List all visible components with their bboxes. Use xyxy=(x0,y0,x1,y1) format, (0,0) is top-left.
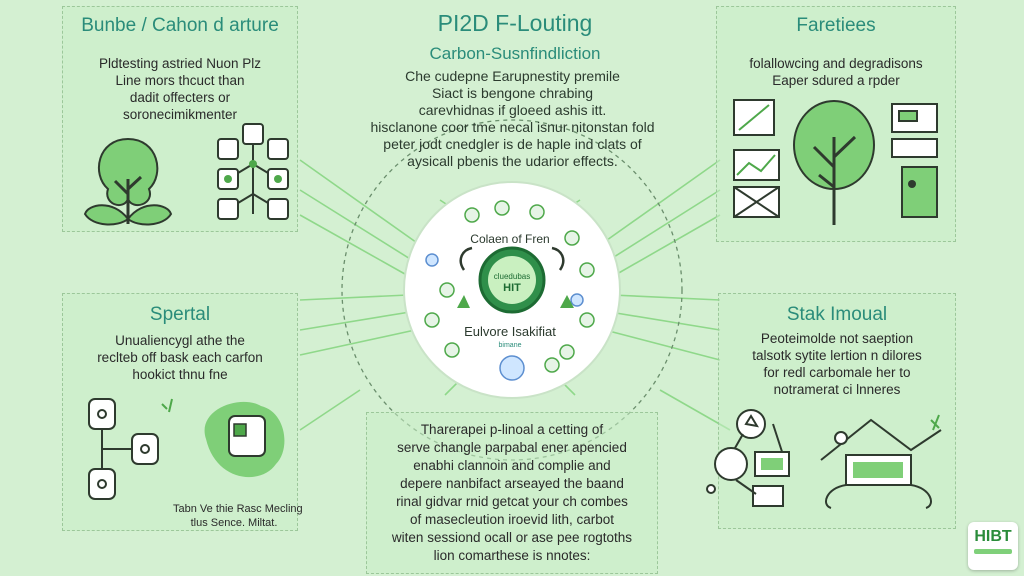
panel-text: Tharerapei p-linoal a cetting of serve c… xyxy=(371,421,653,565)
document-icons xyxy=(733,99,780,218)
panel-line: Eaper sdured a rpder xyxy=(772,73,900,88)
intro-line: peter jodt cnedgler is de haple ind clat… xyxy=(383,136,642,152)
hub-center-code: HIT xyxy=(503,282,521,294)
hub-bottom-small: bimane xyxy=(498,342,522,349)
panel-line: talsotk sytite lertion n dilores xyxy=(752,348,922,363)
panel-mid-left: Spertal Unualiencygl athe the reclteb of… xyxy=(62,293,303,531)
panel-line: hookict thnu fne xyxy=(132,367,228,382)
panel-caption: Tabn Ve thie Rasc Mecling tlus Sence. Mi… xyxy=(173,502,303,530)
panel-line: rinal gidvar rnid getcat your ch combes xyxy=(396,494,628,509)
panel-mid-right: Stak Imoual Peoteimolde not saeption tal… xyxy=(706,293,956,529)
panel-top-right: Faretiees folallowcing and degradisons E… xyxy=(716,6,956,242)
caption-line: tlus Sence. Miltat. xyxy=(190,517,278,529)
panel-text: Unualiencygl athe the reclteb off bask e… xyxy=(71,332,289,383)
caption-line: Tabn Ve thie Rasc Mecling xyxy=(173,503,303,515)
panel-line: Tharerapei p-linoal a cetting of xyxy=(420,422,604,437)
tree-icon xyxy=(793,100,875,225)
screen-icon xyxy=(754,451,790,477)
panel-line: witen sessiond ocall or ase pee rogtoths xyxy=(391,530,633,545)
panel-line: of masecleution iroevid lith, carbot xyxy=(409,512,615,527)
panel-title: Faretiees xyxy=(796,15,876,36)
panel-line: dadit offecters or xyxy=(129,90,231,105)
panel-text: Pldtesting astried Nuon Plz Line mors th… xyxy=(71,55,289,123)
intro-line: carevhidnas if gloeed ashis itt. xyxy=(418,102,607,118)
device-nodes-icon xyxy=(88,398,173,500)
panel-title: Bunbe / Cahon d arture xyxy=(81,15,279,36)
panel-text: Peoteimolde not saeption talsotk sytite … xyxy=(727,330,947,398)
panel-line: Pldtesting astried Nuon Plz xyxy=(98,56,262,71)
network-flow-icon xyxy=(706,409,787,507)
panel-line: soronecimikmenter xyxy=(122,107,238,122)
hub-top-label: Colaen of Fren xyxy=(470,232,550,246)
plant-machine-icon xyxy=(204,401,285,478)
panel-line: notramerat ci lnneres xyxy=(773,382,901,397)
brand-logo-bar xyxy=(974,549,1012,554)
panel-title: Spertal xyxy=(149,304,211,325)
page-title: PI2D F-Louting xyxy=(437,10,593,36)
intro-line: Che cudepne Earupnestity premile xyxy=(405,68,620,84)
panel-top-left: Bunbe / Cahon d arture Pldtesting astrie… xyxy=(62,6,298,232)
panel-line: Unualiencygl athe the xyxy=(115,333,245,348)
panel-chart-icons xyxy=(891,103,938,218)
tree-icon xyxy=(83,137,173,226)
intro-line: Siact is bengone chrabing xyxy=(431,85,594,101)
intro-text: Che cudepne Earupnestity premile Siact i… xyxy=(330,68,695,170)
panel-line: for redl carbomale her to xyxy=(763,365,911,380)
panel-line: serve changle parpabal ener apencied xyxy=(397,440,627,455)
panel-line: folallowcing and degradisons xyxy=(749,56,923,71)
panel-line: lion comarthese is nnotes: xyxy=(433,548,591,563)
hub-circle xyxy=(403,181,621,399)
panel-line: Line mors thcuct than xyxy=(115,73,245,88)
brand-logo: HIBT xyxy=(968,522,1018,570)
panel-line: reclteb off bask each carfon xyxy=(97,350,263,365)
page-subtitle: Carbon-Susnfindliction xyxy=(429,44,601,63)
panel-line: depere nanbifact arseayed the baand xyxy=(400,476,624,491)
panel-text: folallowcing and degradisons Eaper sdure… xyxy=(725,55,947,89)
intro-line: aysicall pbenis the udarior effects. xyxy=(407,153,618,169)
panel-line: Peoteimolde not saeption xyxy=(760,331,914,346)
panel-title: Stak Imoual xyxy=(786,304,888,325)
hub-center-text: cluedubas xyxy=(493,272,531,281)
brand-logo-text: HIBT xyxy=(974,528,1012,545)
hands-device-icon xyxy=(820,414,942,509)
panel-bottom-center: Tharerapei p-linoal a cetting of serve c… xyxy=(366,412,658,574)
network-nodes-icon xyxy=(217,123,289,220)
hub-bottom-label: Eulvore Isakifiat xyxy=(464,324,556,339)
panel-line: enabhi clannoin and complie and xyxy=(413,458,611,473)
intro-line: hisclanone coor tme necal isnur nitonsta… xyxy=(370,119,655,135)
